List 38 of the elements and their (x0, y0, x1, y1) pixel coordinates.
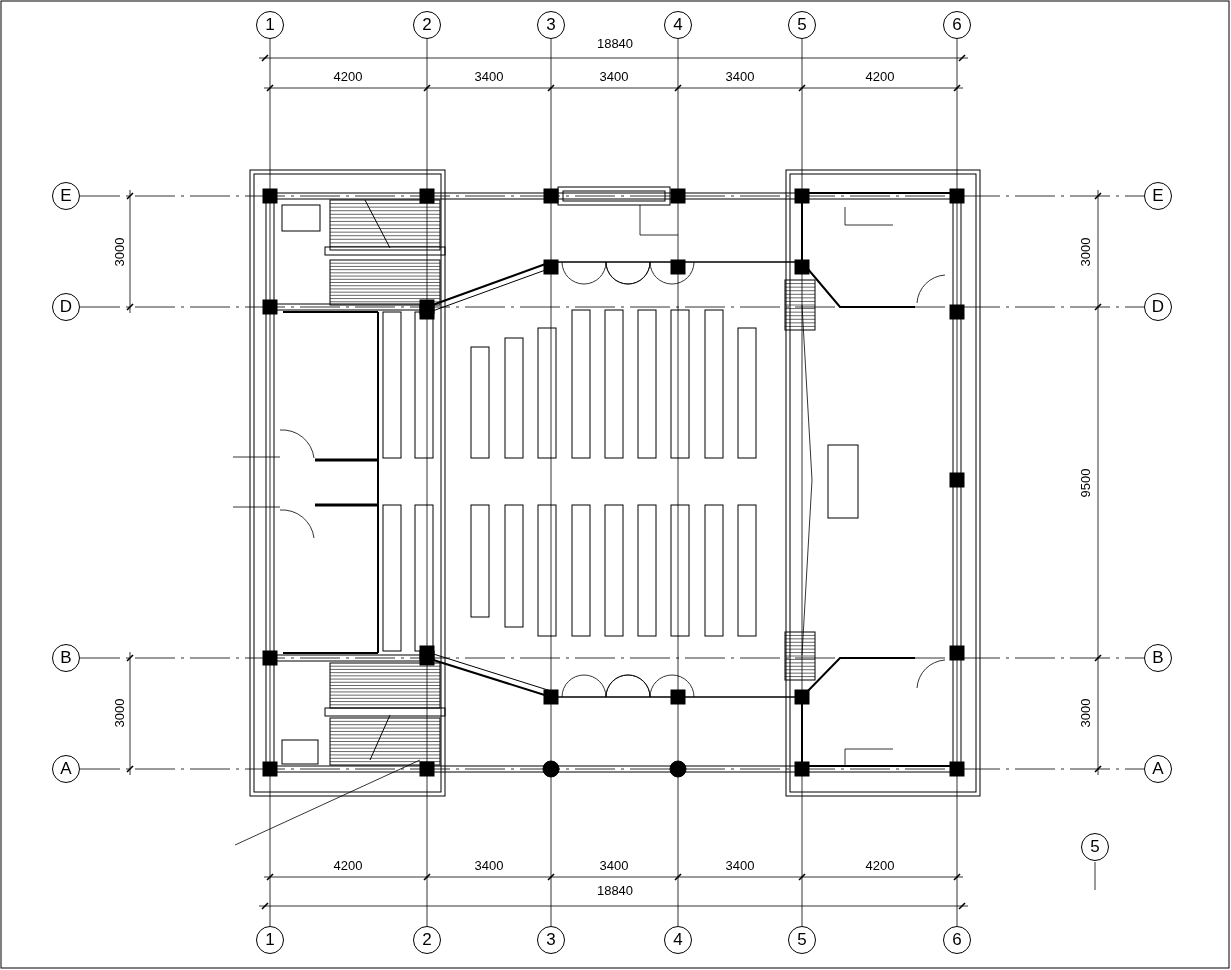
dimension-text: 3400 (725, 859, 755, 873)
dimension-text: 3400 (725, 70, 755, 84)
dimension-text: 3000 (113, 237, 127, 267)
grid-bubble: 5 (1081, 833, 1109, 861)
grid-bubble: 1 (256, 926, 284, 954)
grid-bubble: 1 (256, 11, 284, 39)
dimension-text: 3000 (1079, 698, 1093, 728)
dimension-text: 4200 (865, 70, 895, 84)
grid-bubble: 5 (788, 926, 816, 954)
grid-bubble: 2 (413, 926, 441, 954)
grid-bubble: 3 (537, 11, 565, 39)
grid-bubble: 6 (943, 11, 971, 39)
dimension-text: 3400 (474, 70, 504, 84)
dimension-text: 3400 (474, 859, 504, 873)
grid-bubble: E (52, 182, 80, 210)
grid-bubble: D (52, 293, 80, 321)
grid-bubble: 3 (537, 926, 565, 954)
dimension-text: 3400 (599, 70, 629, 84)
dimension-text: 3000 (1079, 237, 1093, 267)
dimension-text: 18840 (596, 37, 634, 51)
grid-bubble: 2 (413, 11, 441, 39)
grid-bubble: 5 (788, 11, 816, 39)
dimension-text: 4200 (333, 70, 363, 84)
dimension-text: 3000 (113, 698, 127, 728)
grid-bubble: B (52, 644, 80, 672)
grid-bubble: A (1144, 755, 1172, 783)
grid-bubble: E (1144, 182, 1172, 210)
dimension-text: 4200 (333, 859, 363, 873)
dimension-text: 9500 (1079, 468, 1093, 498)
grid-bubble: 4 (664, 11, 692, 39)
grid-bubble: 6 (943, 926, 971, 954)
grid-bubble: A (52, 755, 80, 783)
grid-bubble: B (1144, 644, 1172, 672)
dimension-text: 4200 (865, 859, 895, 873)
dimension-text: 18840 (596, 884, 634, 898)
grid-bubble: D (1144, 293, 1172, 321)
grid-bubble: 4 (664, 926, 692, 954)
dimension-text: 3400 (599, 859, 629, 873)
